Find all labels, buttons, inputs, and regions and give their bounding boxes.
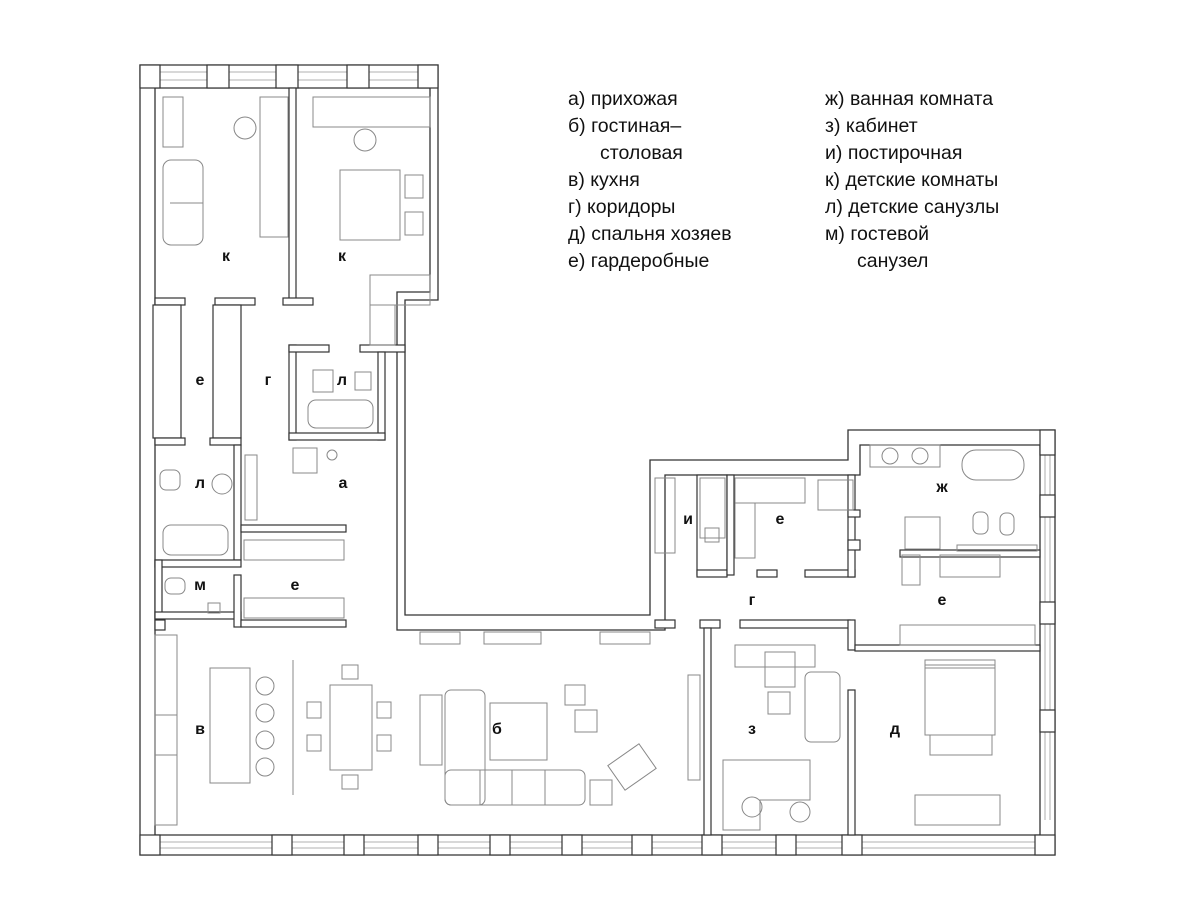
- room-label: е: [775, 511, 785, 528]
- interior-walls: [152, 87, 1041, 836]
- room-label: л: [336, 372, 348, 389]
- room-label: з: [748, 721, 756, 738]
- legend-item: л) детские санузлы: [825, 196, 1000, 218]
- room-label: в: [195, 721, 205, 738]
- legend-item-cont: столовая: [600, 142, 683, 164]
- legend-item: г) коридоры: [568, 196, 676, 218]
- legend-item: м) гостевой: [825, 223, 930, 245]
- windows: [139, 64, 1056, 856]
- room-label: и: [683, 511, 693, 528]
- legend-right: ж) ванная комната з) кабинет и) постироч…: [825, 86, 999, 275]
- legend-item: к) детские комнаты: [825, 169, 999, 191]
- room-label: г: [264, 372, 272, 389]
- room-label: ж: [936, 479, 948, 496]
- room-label: г: [748, 592, 756, 609]
- legend-item: д) спальня хозяев: [568, 223, 732, 245]
- room-label: д: [889, 721, 901, 738]
- legend-item: е) гардеробные: [568, 250, 710, 272]
- room-label: а: [338, 475, 348, 492]
- furniture: [154, 96, 1038, 831]
- legend-item: и) постирочная: [825, 142, 963, 164]
- legend-item: ж) ванная комната: [825, 88, 994, 110]
- legend-item: а) прихожая: [568, 88, 678, 110]
- room-label: б: [492, 721, 502, 738]
- legend-left: а) прихожая б) гостиная– столовая в) кух…: [568, 86, 732, 275]
- legend-item-cont: санузел: [857, 250, 929, 272]
- room-label: л: [194, 475, 206, 492]
- legend-item: б) гостиная–: [568, 115, 682, 137]
- room-label: м: [194, 577, 206, 594]
- room-label: к: [337, 248, 347, 265]
- room-label: к: [221, 248, 231, 265]
- room-label: е: [195, 372, 205, 389]
- room-label: е: [290, 577, 300, 594]
- legend-item: в) кухня: [568, 169, 640, 191]
- room-label: е: [937, 592, 947, 609]
- legend-item: з) кабинет: [825, 115, 918, 137]
